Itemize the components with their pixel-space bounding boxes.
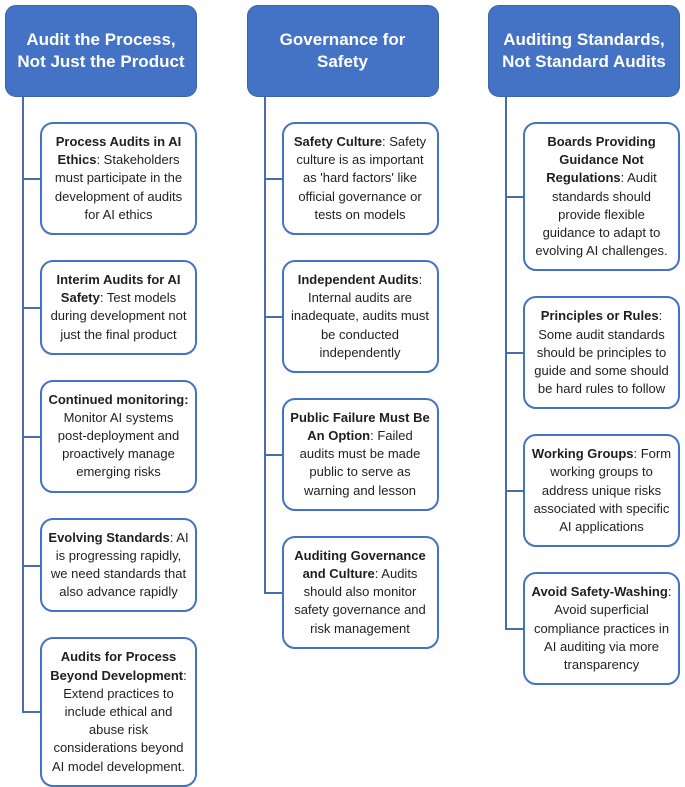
concept-box: Working Groups: Form working groups to a… [523,434,680,548]
concept-title: Avoid Safety-Washing [531,584,668,600]
concept-box: Safety Culture: Safety culture is as imp… [281,122,439,235]
concept-title: Working Groups [531,446,634,462]
concept-body: : Some audit standards should be princip… [534,308,669,397]
concept-body: : Test models during development not jus… [50,290,187,342]
concept-box: Process Audits in AI Ethics: Stakeholder… [40,122,197,235]
connector-stub [263,591,282,594]
concept-body: : Form working groups to address unique … [533,446,672,534]
concept-box: Auditing Governance and Culture: Audits … [281,535,439,649]
concept-body: : Audit standards should provide flexibl… [535,170,668,259]
column-header: Audit the Process, Not Just the Product [5,5,197,97]
concept-title: Audits for Process Beyond Development [50,649,184,683]
connector-trunk [22,97,24,713]
connector-stub [22,710,40,713]
concept-title: Evolving Standards [48,529,170,545]
concept-box: Evolving Standards: AI is progressing ra… [40,517,197,613]
concept-body: : Stakeholders must participate in the d… [54,152,183,222]
connector-stub [263,453,282,456]
column-header-label: Audit the Process, Not Just the Product [17,29,185,71]
connector-stub [22,435,40,438]
connector-stub [505,195,523,198]
concept-body: : Internal audits are inadequate, audits… [290,271,430,360]
column-header: Governance for Safety [246,5,439,97]
concept-title: Auditing Governance and Culture [294,547,426,581]
concept-title: Interim Audits for AI Safety [56,271,181,306]
concept-box: Public Failure Must Be An Option: Failed… [281,397,439,511]
concept-body: Monitor AI systems post-deployment and p… [57,409,180,480]
connector-stub [22,306,40,309]
connector-trunk [505,97,507,630]
concept-body: : Extend practices to include ethical an… [52,667,187,774]
concept-box: Principles or Rules: Some audit standard… [523,296,680,410]
concept-title: Safety Culture [293,134,383,149]
concept-body: : Safety culture is as important as 'har… [296,134,427,222]
column-header: Auditing Standards, Not Standard Audits [488,5,680,97]
connector-stub [22,177,40,180]
concept-box: Continued monitoring: Monitor AI systems… [40,379,197,493]
connector-stub [505,489,523,492]
concept-box: Boards Providing Guidance Not Regulation… [523,122,680,272]
connector-trunk [263,97,266,594]
concept-body: : Audits should also monitor safety gove… [294,566,426,636]
concept-title: Public Failure Must Be An Option [290,409,430,444]
concept-body: : Failed audits must be made public to s… [299,428,421,498]
concept-box: Interim Audits for AI Safety: Test model… [40,259,197,355]
column-auditing-standards: Auditing Standards, Not Standard Audits … [488,5,680,730]
concept-box: Independent Audits: Internal audits are … [281,259,439,373]
connector-stub [263,315,282,318]
column-header-label: Governance for Safety [279,29,406,71]
concept-title: Continued monitoring: [48,391,189,407]
connector-stub [505,627,523,630]
connector-stub [505,351,523,354]
concept-title: Boards Providing Guidance Not Regulation… [546,134,656,186]
concept-body: : AI is progressing rapidly, we need sta… [50,529,189,600]
column-audit-the-process: Audit the Process, Not Just the Product … [5,5,197,787]
connector-stub [263,177,282,180]
connector-stub [22,564,40,567]
concept-title: Independent Audits [297,271,419,287]
column-governance-for-safety: Governance for Safety Safety Culture: Sa… [246,5,439,730]
concept-box: Avoid Safety-Washing: Avoid superficial … [523,572,680,686]
concept-title: Process Audits in AI Ethics [55,134,182,168]
concept-body: : Avoid superficial compliance practices… [533,584,672,672]
audit-concepts-diagram: Audit the Process, Not Just the Product … [5,5,680,787]
column-header-label: Auditing Standards, Not Standard Audits [502,29,666,71]
concept-box: Audits for Process Beyond Development: E… [40,637,197,787]
concept-title: Principles or Rules [540,308,659,324]
